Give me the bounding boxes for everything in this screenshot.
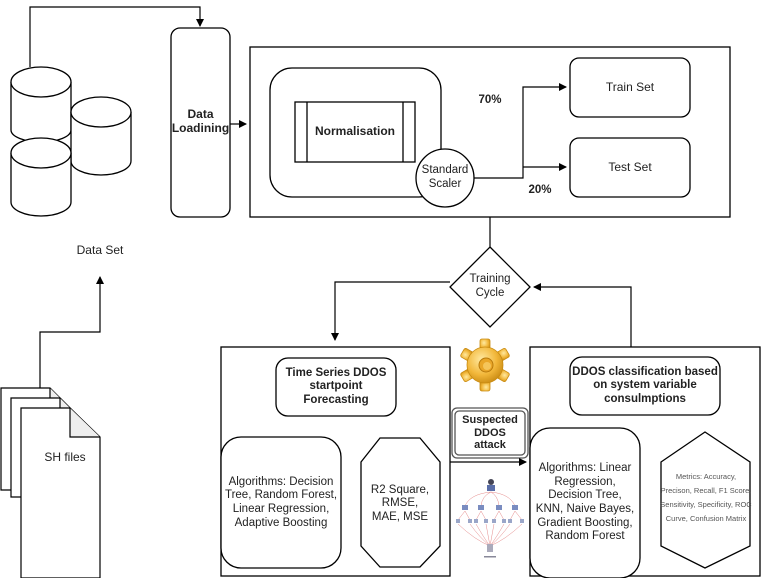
classification-metrics: Metrics: Accuracy, Precison, Recall, F1 … [660,471,752,524]
forecasting-algorithms: Algorithms: Decision Tree, Random Forest… [224,475,338,529]
database-cylinder-3 [10,137,72,217]
forecasting-title: Time Series DDOS startpoint Forecasting [285,366,387,406]
training-cycle-label: Training Cycle [469,273,511,299]
database-cylinder-1 [10,66,72,143]
train-set-label: Train Set [605,80,655,95]
sh-files-label: SH files [44,449,86,464]
arrow-cycle-to-forecasting [331,281,450,341]
test-set-label: Test Set [608,160,652,175]
classification-algorithms: Algorithms: Linear Regression, Decision … [535,462,635,543]
train-percentage: 70% [478,94,502,107]
arrow-dataset-to-loading [29,6,204,67]
normalisation-label: Normalisation [314,123,395,138]
suspected-ddos-box [451,407,529,459]
arrow-sh-files-to-dataset [39,276,104,388]
sh-files-icon [0,387,101,578]
data-loading-label: Data Loadining [171,106,230,135]
classification-title: DDOS classification based on system vari… [572,365,718,405]
forecasting-algorithms-box [220,436,342,569]
classification-metrics-hexagon [660,431,751,569]
test-percentage: 20% [528,184,552,197]
forecasting-metrics: R2 Square, RMSE, MAE, MSE [370,483,430,523]
gear-icon [460,338,510,392]
standard-scaler-label: Standard Scaler [421,164,469,190]
classification-algorithms-box [529,427,641,578]
train-set-box [569,57,691,118]
arrow-to-train-set [474,83,567,179]
forecasting-metrics-hexagon [360,437,441,568]
classification-title-box [569,356,721,416]
database-icon [10,66,132,217]
test-set-box [569,137,691,198]
data-set-label: Data Set [76,242,124,257]
training-cycle-diamond [449,246,531,328]
network-diagram-icon [456,479,524,558]
forecasting-title-box [275,357,397,417]
data-loading-box [170,27,231,218]
normalisation-box [294,101,416,163]
arrow-classification-to-cycle [533,283,632,348]
suspected-ddos-label: Suspected DDOS attack [462,413,518,452]
database-cylinder-2 [70,96,132,176]
